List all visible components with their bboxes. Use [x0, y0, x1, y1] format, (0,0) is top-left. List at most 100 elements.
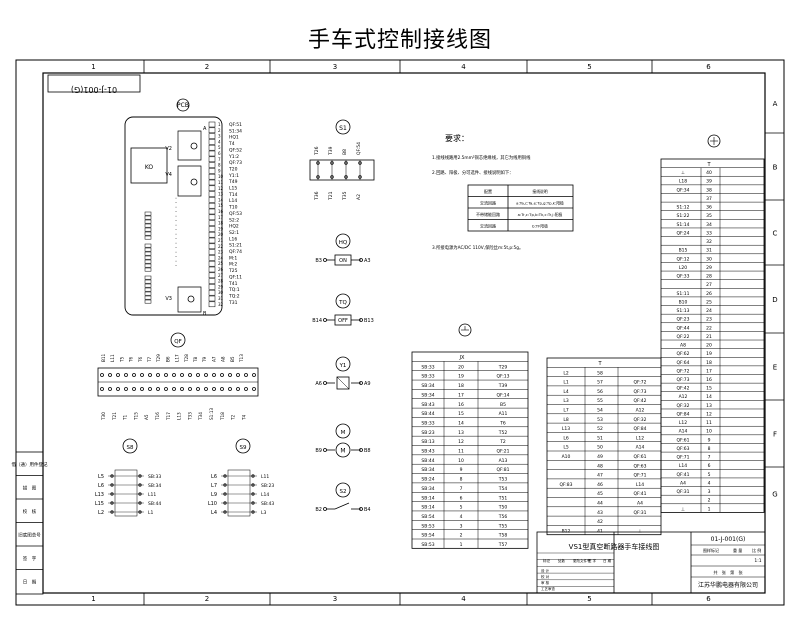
- t-right-cell: QF:84: [676, 411, 689, 417]
- t-mid-cell: 55: [597, 398, 603, 404]
- jx-cell: 13: [458, 430, 464, 436]
- column-marker-bottom: 5: [587, 595, 591, 603]
- device-node: [323, 318, 327, 322]
- s8-label: S8: [127, 445, 134, 451]
- jx-table: [411, 351, 529, 549]
- t-mid-cell: L14: [636, 482, 644, 488]
- qf-circle: [170, 332, 186, 348]
- qf-top-label: B6: [165, 356, 170, 362]
- qf-top-label: T28: [184, 354, 189, 363]
- s1-switch-body: [309, 159, 375, 181]
- pcb-terminal-number: 22: [218, 244, 224, 249]
- dip-dot: •: [175, 196, 177, 200]
- qf-top-label: T9: [202, 356, 207, 363]
- qf-bottom-contact: [228, 387, 232, 391]
- jx-cell: 15: [458, 411, 464, 417]
- dip-cell: [144, 211, 152, 216]
- t-right-cell: 5: [708, 472, 711, 478]
- qf-top-contact: [244, 373, 248, 377]
- pcb-terminal: [208, 150, 216, 157]
- pcb-signal-label: L15: [229, 186, 237, 192]
- m-left-terminal: B9: [315, 448, 322, 454]
- t-right-cell: 25: [706, 299, 712, 305]
- t-right-cell: 23: [706, 317, 712, 323]
- pcb-signal-label: S1:34: [229, 128, 242, 134]
- t-right-cell: 15: [706, 386, 712, 392]
- t-mid-cell: L1: [563, 380, 569, 386]
- v3-module: [177, 286, 202, 313]
- jx-cell: SB:34: [421, 486, 434, 492]
- t-right-cell: QF:62: [676, 351, 689, 357]
- jx-cell: T50: [498, 505, 508, 511]
- left-strip: [15, 451, 44, 595]
- pcb-terminal: [208, 144, 216, 151]
- qf-bottom-contact: [100, 387, 104, 391]
- t-mid-cell: QF:31: [633, 510, 646, 516]
- pcb-terminal: [208, 173, 216, 180]
- t-right-cell: QF:42: [676, 386, 689, 392]
- qf-top-contact: [140, 373, 144, 377]
- qf-top-contact: [100, 373, 104, 377]
- qf-top-contact: [156, 373, 160, 377]
- pcb-terminal-number: 20: [218, 232, 224, 237]
- qf-bottom-contact: [180, 387, 184, 391]
- t-mid-cell: QF:84: [633, 426, 646, 432]
- jx-cell: T56: [498, 514, 508, 520]
- jx-cell: SB:14: [421, 505, 434, 511]
- v4-pot: [190, 178, 198, 186]
- selector-node: [110, 510, 114, 514]
- pcb-terminal: [208, 191, 216, 197]
- ko-label: KO: [145, 164, 154, 171]
- qf-bottom-label: T18: [220, 412, 225, 421]
- device-node: [359, 381, 363, 385]
- s9-body: [227, 469, 251, 517]
- t-right-cell: 19: [706, 351, 712, 357]
- tq-left-terminal: B14: [312, 318, 322, 324]
- t-right-cell: 34: [706, 222, 712, 228]
- pcb-signal-label: T4: [228, 141, 235, 147]
- dip-dot: •: [175, 214, 177, 218]
- selector-node: [138, 474, 142, 478]
- qf-top-label: T29: [156, 354, 161, 363]
- qf-bottom-label: A5: [144, 414, 149, 420]
- t-right-cell: 2: [708, 498, 711, 504]
- rotated-number-box: [47, 74, 141, 93]
- device-node: [323, 381, 327, 385]
- t-mid-header: T: [597, 361, 602, 367]
- jx-cell: T58: [498, 533, 508, 539]
- t-right-cell: 13: [706, 403, 712, 409]
- selector-node: [110, 483, 114, 487]
- t-mid-cell: ⊥: [638, 528, 642, 534]
- pcb-terminal-number: 30: [218, 290, 224, 295]
- dip-cell: [144, 219, 152, 224]
- pcb-terminal: [208, 179, 216, 186]
- t-mid-cell: B12: [562, 528, 571, 534]
- column-marker-top: 4: [461, 63, 466, 71]
- dip-cell: [144, 283, 152, 288]
- t-mid-cell: QF:73: [633, 389, 646, 395]
- selector-node: [138, 483, 142, 487]
- qf-top-label: T13: [239, 354, 244, 363]
- notes-table-cell: 交流回路: [480, 200, 496, 206]
- device-node: [323, 507, 327, 511]
- selector-right-label: SB:33: [148, 474, 161, 480]
- pcb-terminal-number: 16: [218, 209, 224, 214]
- pcb-terminal-number: 18: [218, 221, 224, 226]
- tb-scale: 1:1: [754, 558, 761, 564]
- rotated-drawing-number: 01-J-001(G): [71, 85, 117, 94]
- selector-node: [251, 492, 255, 496]
- t-mid-cell: L6: [563, 435, 569, 441]
- t-right-cell: A12: [679, 394, 688, 400]
- t-mid-cell: QF:41: [633, 491, 646, 497]
- jx-cell: 16: [458, 402, 464, 408]
- pcb-terminal-number: 13: [218, 192, 224, 197]
- qf-top-contact: [252, 373, 256, 377]
- change-header: 标记: [543, 558, 551, 563]
- s1-top-label: B8: [342, 149, 348, 155]
- t-right-cell: 12: [706, 411, 712, 417]
- ground-symbol: [458, 323, 472, 337]
- t-mid-cell: 52: [597, 426, 603, 432]
- notes-table-cell: 接线说明: [532, 189, 547, 194]
- t-right-cell: QF:44: [676, 325, 689, 331]
- selector-right-label: SB:34: [148, 483, 161, 489]
